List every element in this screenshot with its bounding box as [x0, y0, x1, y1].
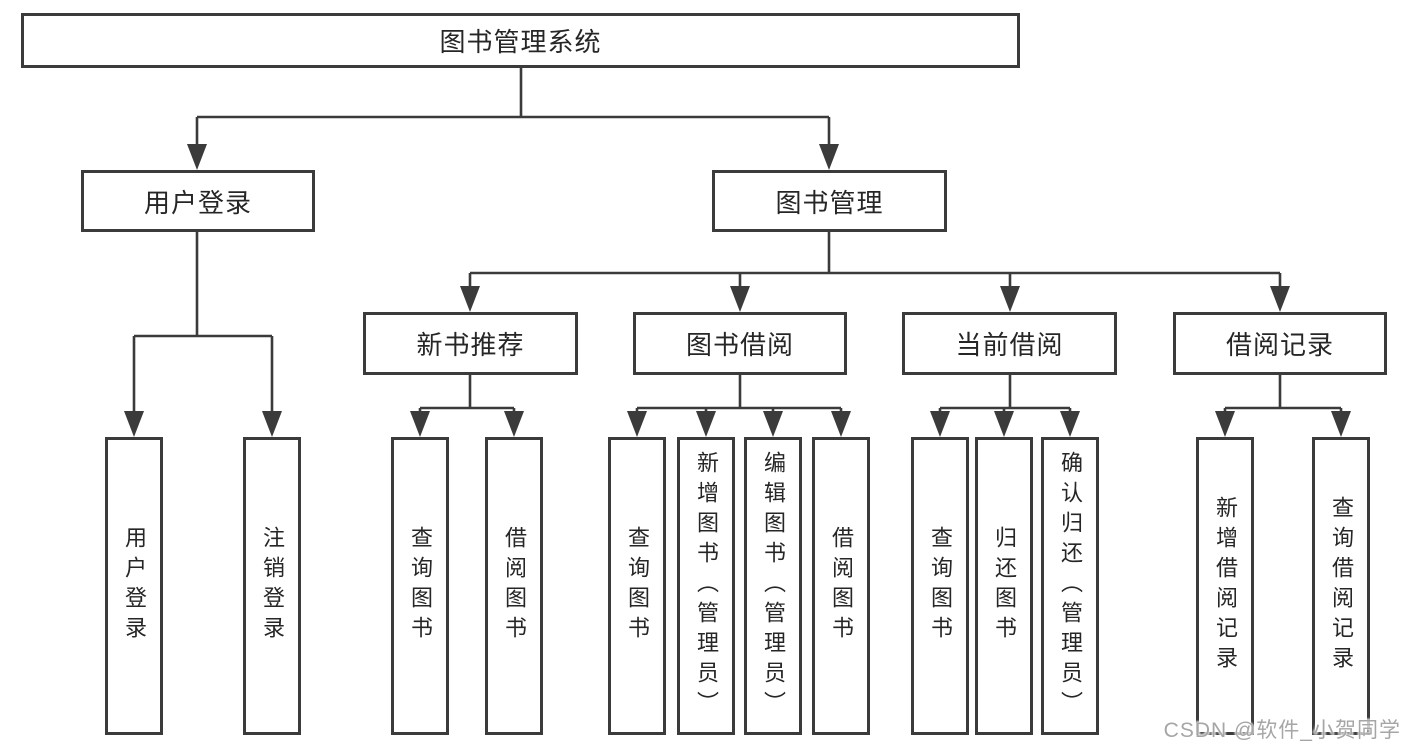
connector-userlogin-branch: [132, 232, 274, 415]
node-label: 当前借阅: [955, 330, 1064, 360]
arrowhead: [730, 286, 750, 312]
leaf-label: 编辑图书（管理员）: [761, 451, 786, 721]
leaf-box-borrow-books: 借阅图书: [485, 437, 543, 735]
leaf-label: 查询图书: [625, 526, 650, 646]
arrowhead: [460, 286, 480, 312]
leaf-label: 注销登录: [260, 526, 285, 646]
node-box-new-book-recommend: 新书推荐: [363, 312, 578, 375]
leaf-box-borrow-books: 借阅图书: [812, 437, 870, 735]
leaf-box-add-borrow-record: 新增借阅记录: [1196, 437, 1254, 735]
leaf-label: 确认归还（管理员）: [1058, 451, 1083, 721]
arrowhead: [930, 411, 950, 437]
connector-root-branch: [195, 67, 831, 150]
arrowhead: [187, 144, 207, 170]
leaf-box-confirm-return-admin: 确认归还（管理员）: [1041, 437, 1099, 735]
leaf-label: 借阅图书: [502, 526, 527, 646]
leaf-label: 查询图书: [928, 526, 953, 646]
arrowheads: [124, 144, 1351, 437]
connector-lines: [132, 67, 1343, 415]
arrowhead: [262, 411, 282, 437]
leaf-box-user-login: 用户登录: [105, 437, 163, 735]
leaf-box-query-borrow-record: 查询借阅记录: [1312, 437, 1370, 735]
leaf-label: 新增借阅记录: [1213, 496, 1238, 676]
arrowhead: [1060, 411, 1080, 437]
node-box-current-borrowing: 当前借阅: [902, 312, 1117, 375]
arrowhead: [124, 411, 144, 437]
node-box-book-borrowing: 图书借阅: [633, 312, 847, 375]
arrowhead: [831, 411, 851, 437]
connector-bookmgmt-branch: [468, 232, 1282, 290]
connector-module3-branch: [1223, 375, 1343, 415]
leaf-label: 新增图书（管理员）: [694, 451, 719, 721]
arrowhead: [994, 411, 1014, 437]
node-box-book-management: 图书管理: [712, 170, 947, 232]
node-box-borrowing-records: 借阅记录: [1173, 312, 1387, 375]
leaf-box-query-books: 查询图书: [391, 437, 449, 735]
node-label: 图书管理系统: [439, 27, 602, 57]
leaf-box-edit-books-admin: 编辑图书（管理员）: [744, 437, 802, 735]
arrowhead: [1000, 286, 1020, 312]
leaf-label: 借阅图书: [829, 526, 854, 646]
arrowhead: [819, 144, 839, 170]
leaf-box-add-books-admin: 新增图书（管理员）: [677, 437, 735, 735]
leaf-box-logout: 注销登录: [243, 437, 301, 735]
connector-module1-branch: [635, 375, 843, 415]
leaf-label: 查询借阅记录: [1329, 496, 1354, 676]
node-box-user-login: 用户登录: [81, 170, 315, 232]
leaf-label: 查询图书: [408, 526, 433, 646]
leaf-label: 归还图书: [992, 526, 1017, 646]
leaf-box-query-books: 查询图书: [608, 437, 666, 735]
arrowhead: [410, 411, 430, 437]
node-label: 用户登录: [143, 187, 252, 218]
connector-module0-branch: [418, 375, 516, 415]
arrowhead: [1331, 411, 1351, 437]
arrowhead: [1215, 411, 1235, 437]
node-label: 图书管理: [775, 187, 884, 218]
arrowhead: [627, 411, 647, 437]
csdn-watermark: CSDN @软件_小贺同学: [1163, 719, 1401, 742]
leaf-box-query-books: 查询图书: [911, 437, 969, 735]
node-label: 借阅记录: [1225, 330, 1334, 360]
leaf-box-return-books: 归还图书: [975, 437, 1033, 735]
arrowhead: [763, 411, 783, 437]
node-label: 图书借阅: [685, 330, 794, 360]
arrowhead: [696, 411, 716, 437]
arrowhead: [504, 411, 524, 437]
node-label: 新书推荐: [416, 330, 525, 360]
connector-module2-branch: [938, 375, 1072, 415]
node-box-library-system: 图书管理系统: [21, 13, 1020, 68]
leaf-label: 用户登录: [122, 526, 147, 646]
arrowhead: [1270, 286, 1290, 312]
